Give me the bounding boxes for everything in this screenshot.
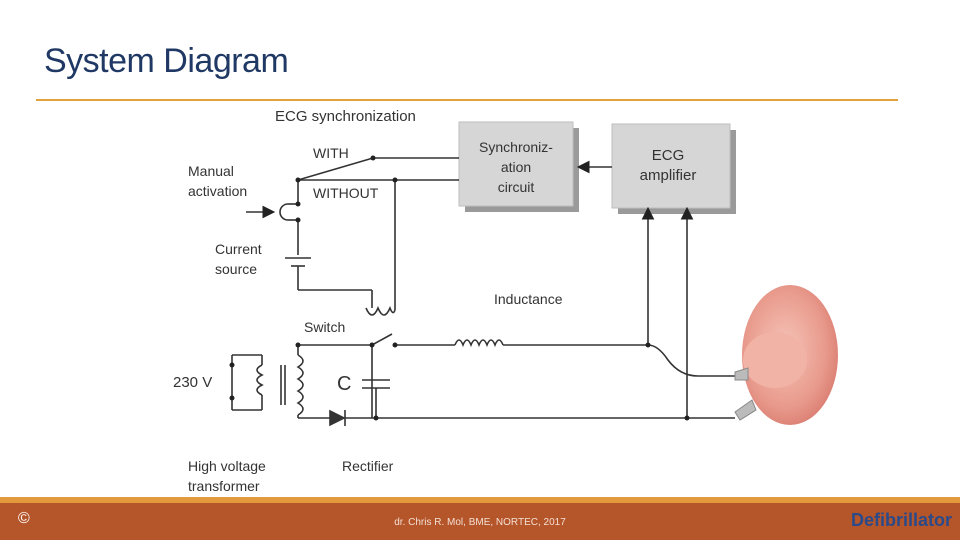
ecg-block-line-2: amplifier [640, 167, 697, 184]
footer-accent-stripe [0, 497, 960, 503]
defibrillator-system-diagram: Synchroniz- ation circuit ECG amplifier … [173, 108, 838, 494]
sync-block-line-2: ation [501, 159, 531, 175]
footer-bar [0, 503, 960, 540]
ecg-amplifier-block: ECG amplifier [611, 123, 736, 214]
capacitor-label: C [337, 373, 351, 395]
with-label: WITH [313, 145, 349, 161]
page-title: System Diagram [44, 42, 289, 80]
switch-label: Switch [304, 319, 345, 335]
sync-circuit-block: Synchroniz- ation circuit [458, 121, 579, 212]
footer-credit: dr. Chris R. Mol, BME, NORTEC, 2017 [394, 517, 566, 528]
rectifier-label: Rectifier [342, 458, 394, 474]
title-divider-left [36, 99, 420, 101]
hv-transformer-label-1: High voltage [188, 458, 266, 474]
inductance-label: Inductance [494, 291, 563, 307]
footer-topic: Defibrillator [850, 510, 952, 530]
title-divider-right [420, 99, 898, 101]
hv-transformer-label-2: transformer [188, 478, 260, 494]
current-source-label-2: source [215, 261, 257, 277]
sync-block-line-3: circuit [498, 179, 535, 195]
heart-illustration [734, 285, 838, 425]
manual-label-2: activation [188, 183, 247, 199]
junction-dots [229, 155, 690, 421]
sync-block-line-1: Synchroniz- [479, 139, 553, 155]
copyright-symbol: © [18, 510, 30, 527]
ecg-sync-label: ECG synchronization [275, 108, 416, 125]
circuit-wiring [231, 157, 735, 427]
ecg-block-line-1: ECG [652, 147, 685, 164]
without-label: WITHOUT [313, 185, 379, 201]
voltage-label: 230 V [173, 374, 212, 391]
manual-label-1: Manual [188, 163, 234, 179]
current-source-label-1: Current [215, 241, 262, 257]
